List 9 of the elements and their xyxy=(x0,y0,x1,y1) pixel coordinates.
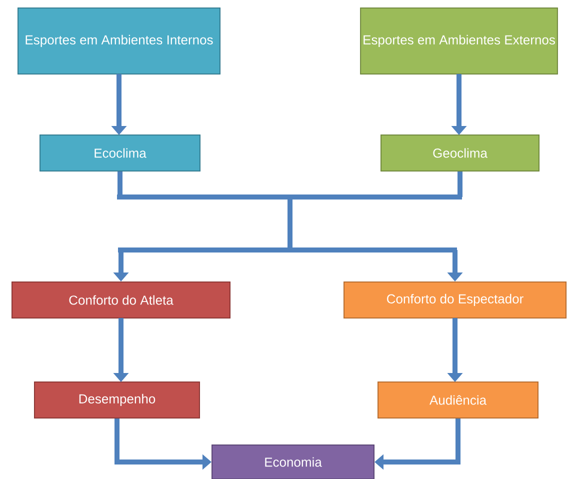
process-box: Esportes em Ambientes Internos xyxy=(18,8,220,74)
process-box: Conforto do Atleta xyxy=(12,282,230,318)
process-box: Audiência xyxy=(378,382,538,418)
process-box: Esportes em Ambientes Externos xyxy=(360,8,558,74)
process-box: Geoclima xyxy=(380,134,540,172)
process-box: Ecoclima xyxy=(40,134,200,172)
process-box: Desempenho xyxy=(34,382,200,418)
process-box: Economia xyxy=(212,444,374,479)
process-box: Conforto do Espectador xyxy=(344,282,566,318)
